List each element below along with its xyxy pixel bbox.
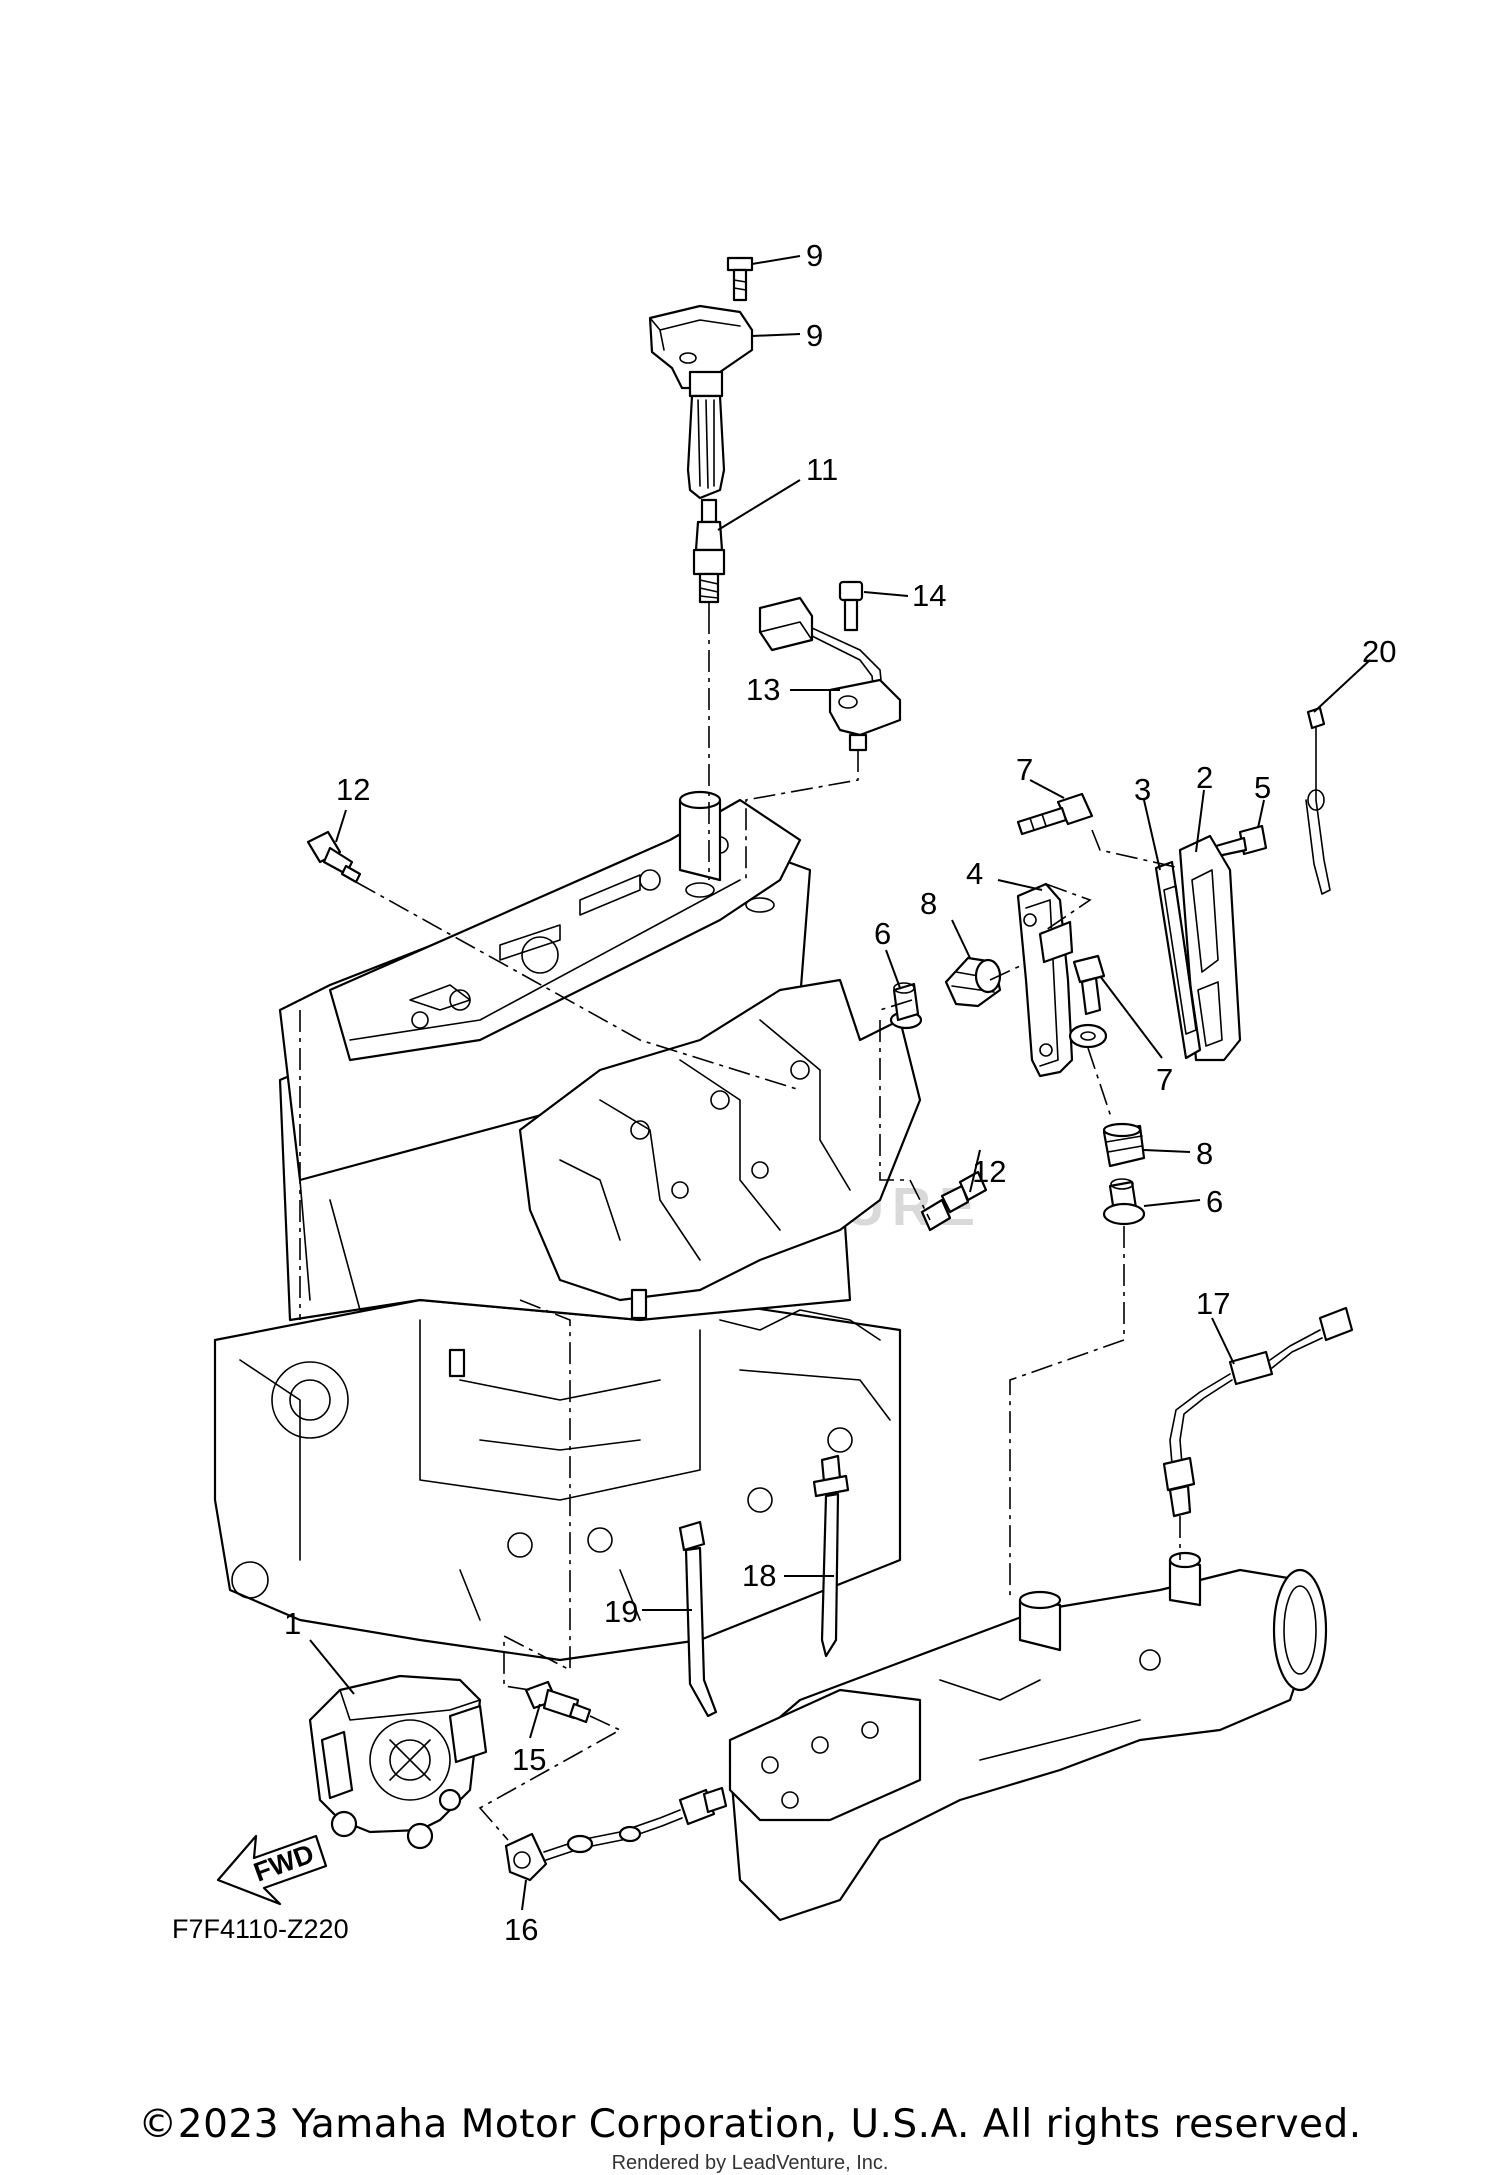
part-16-knock-sensor (504, 1786, 728, 1882)
leader-lines (309, 255, 1371, 1911)
callout-19: 19 (604, 1594, 638, 1629)
part-4-bracket (1016, 882, 1074, 1078)
callout-12-upper: 12 (336, 772, 370, 807)
part-11-spark-plug (692, 498, 726, 613)
callout-17: 17 (1196, 1286, 1230, 1321)
part-10-bolt (726, 256, 754, 302)
part-19-cable-tie (678, 1520, 718, 1718)
callout-7-upper: 7 (1016, 752, 1033, 787)
callout-14: 14 (912, 578, 946, 613)
part-12-sensor-middle (920, 1170, 988, 1232)
part-12-sensor-upper (306, 830, 362, 884)
part-14-bolt (838, 580, 864, 632)
figure-code: F7F4110-Z220 (172, 1914, 349, 1944)
callout-15: 15 (512, 1742, 546, 1777)
callout-1: 1 (284, 1606, 301, 1641)
part-20-clamp (1305, 706, 1331, 895)
part-7-bolt-upper (1016, 792, 1094, 836)
callout-18: 18 (742, 1558, 776, 1593)
part-17-sensor (1162, 1306, 1354, 1518)
rendered-by-notice: Rendered by LeadVenture, Inc. (611, 2152, 889, 2174)
part-9-ignition-coil (648, 304, 754, 500)
part-8-grommet-lower (1102, 1122, 1146, 1168)
exhaust-manifold (728, 1551, 1328, 1922)
part-7-bolt-lower (1068, 954, 1108, 1049)
callout-2: 2 (1196, 760, 1213, 795)
fwd-arrow-icon: FWD (216, 1834, 328, 1906)
callout-9: 9 (806, 318, 823, 353)
callout-13: 13 (746, 672, 780, 707)
callout-3: 3 (1134, 772, 1151, 807)
callout-7-lower: 7 (1156, 1062, 1173, 1097)
callout-20: 20 (1362, 634, 1396, 669)
part-5-bolt (1214, 824, 1268, 858)
part-1-throttle-body (308, 1674, 488, 1850)
callout-4: 4 (966, 856, 983, 891)
part-6-collar-upper (889, 982, 923, 1030)
part-15-sensor (524, 1680, 592, 1724)
callout-12-middle: 12 (972, 1154, 1006, 1189)
callout-labels: 9 9 11 14 13 20 12 7 5 2 3 4 6 8 7 12 8 … (284, 238, 1396, 1947)
assembly-lines (299, 612, 1181, 1841)
part-3-gasket (1154, 860, 1202, 1060)
part-8-grommet-upper (944, 956, 1002, 1008)
callout-8-lower: 8 (1196, 1136, 1213, 1171)
engine-block (213, 790, 922, 1662)
part-6-collar-lower (1102, 1178, 1146, 1226)
callout-6-lower: 6 (1206, 1184, 1223, 1219)
callout-5: 5 (1254, 770, 1271, 805)
callout-8-upper: 8 (920, 886, 937, 921)
callout-11: 11 (806, 452, 838, 487)
part-13-sensor (758, 596, 902, 752)
callout-16: 16 (504, 1912, 538, 1947)
callout-6-upper: 6 (874, 916, 891, 951)
callout-10: 9 (806, 238, 823, 273)
copyright-notice: ©2023 Yamaha Motor Corporation, U.S.A. A… (138, 2102, 1362, 2147)
